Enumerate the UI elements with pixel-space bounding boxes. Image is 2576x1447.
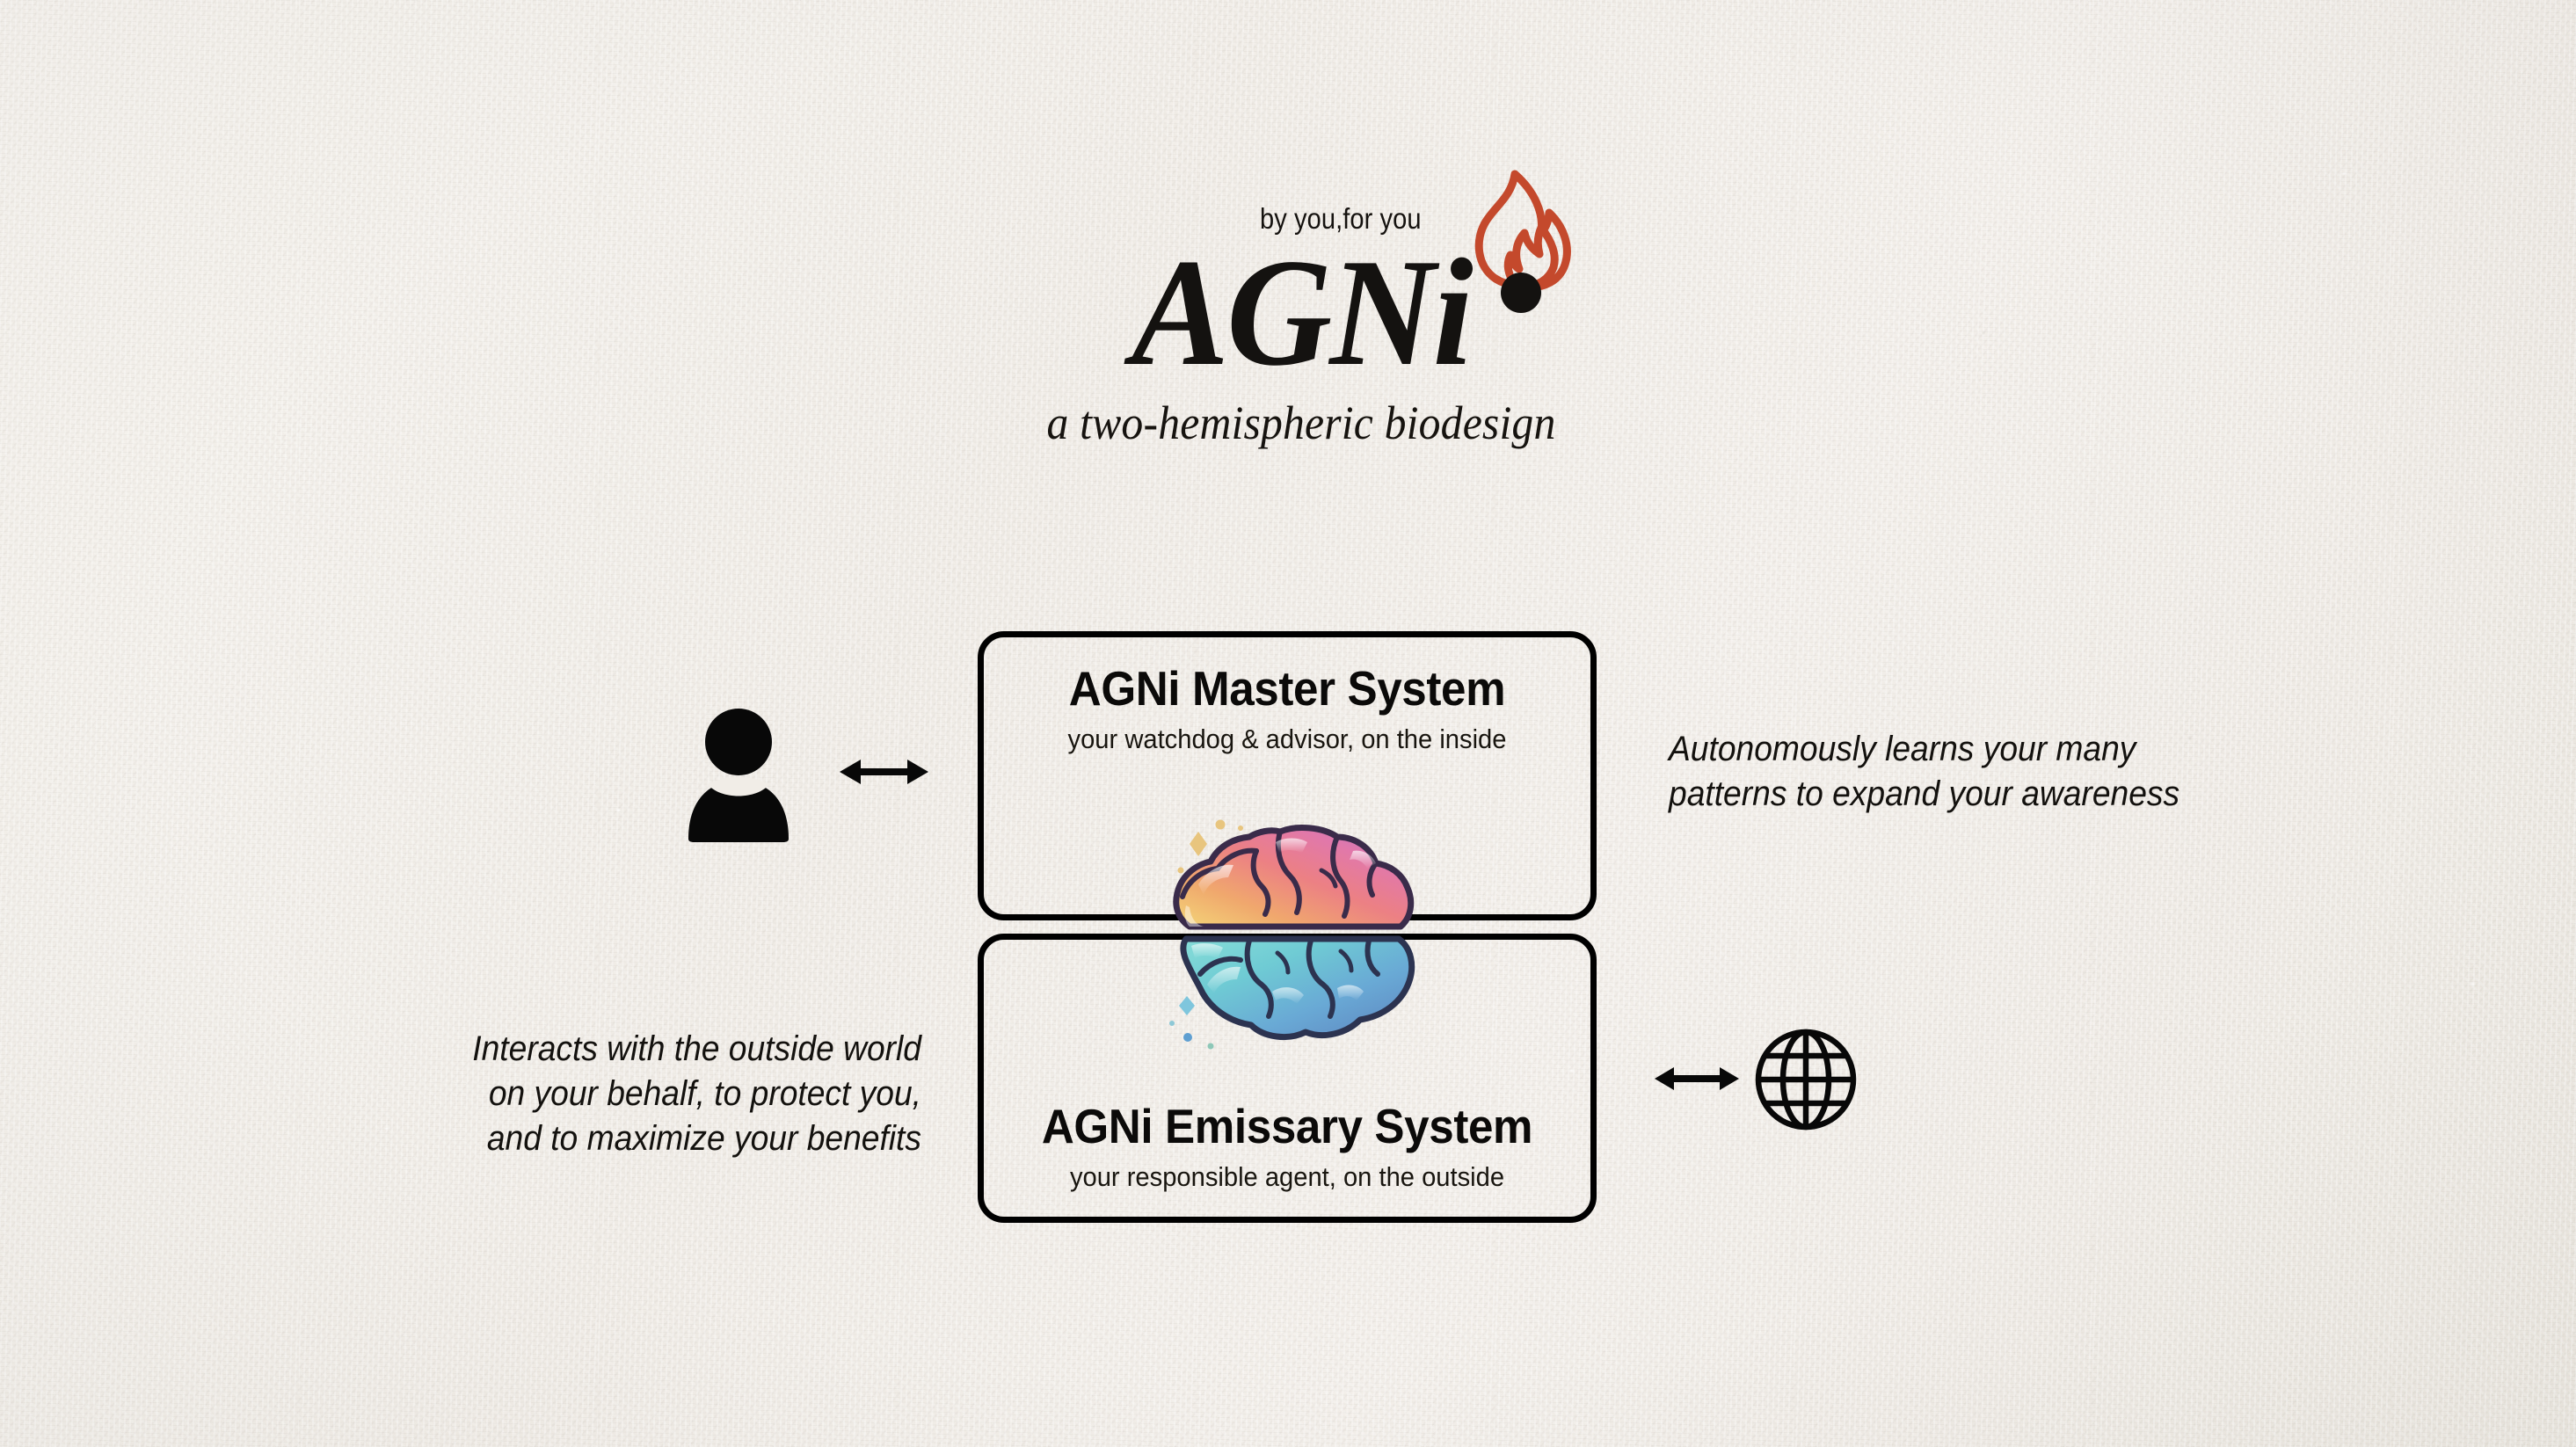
emissary-system-title: AGNi Emissary System [1041, 1099, 1533, 1153]
brain-upper-hemisphere [1173, 825, 1415, 930]
flame-icon [1460, 167, 1575, 316]
note-emissary-description: Interacts with the outside world on your… [472, 1029, 921, 1159]
double-arrow-icon-bottom [1653, 1058, 1741, 1099]
master-system-title: AGNi Master System [1068, 661, 1506, 716]
emissary-system-subtitle: your responsible agent, on the outside [1069, 1161, 1505, 1192]
brain-lower-hemisphere [1180, 935, 1415, 1040]
double-arrow-icon-top [838, 752, 930, 792]
sparkle-decor-lower [1169, 996, 1214, 1050]
globe-icon [1753, 1027, 1859, 1132]
agni-master-system-box[interactable]: AGNi Master System your watchdog & advis… [978, 631, 1597, 920]
logo-tagline-bottom: a two-hemispheric biodesign [1046, 396, 1556, 449]
brain-icon [1165, 816, 1420, 1080]
logo-tagline-top: by you,for you [1260, 202, 1422, 235]
person-icon [681, 703, 796, 844]
master-system-subtitle: your watchdog & advisor, on the inside [1067, 724, 1507, 754]
agni-emissary-system-box[interactable]: AGNi Emissary System your responsible ag… [978, 934, 1597, 1223]
note-master-description: Autonomously learns your many patterns t… [1669, 730, 2180, 814]
logo-wordmark: AGNi [1132, 227, 1474, 397]
sparkle-decor-upper [1177, 819, 1243, 874]
